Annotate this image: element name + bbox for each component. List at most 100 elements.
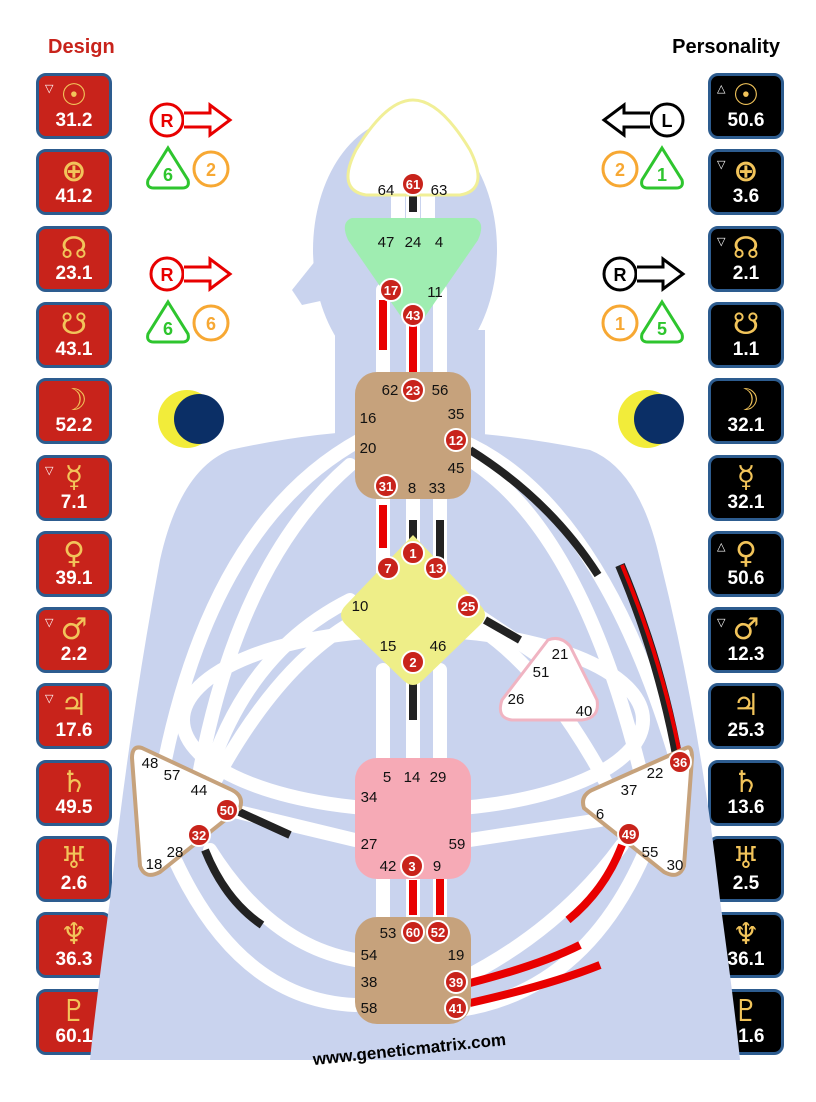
personality-sun-tile: △ ☉50.6 bbox=[708, 73, 784, 139]
activated-gate-marker bbox=[401, 920, 425, 944]
design-moon-icon bbox=[158, 390, 224, 448]
planet-activation-value: 43.1 bbox=[55, 338, 93, 360]
personality-earth-tile: ▽⊕3.6 bbox=[708, 149, 784, 216]
design-earth-tile: ⊕41.2 bbox=[36, 149, 112, 216]
pluto-icon: ♇ bbox=[60, 993, 88, 1029]
activated-gate-marker bbox=[668, 750, 692, 774]
planet-activation-value: 23.1 bbox=[55, 262, 93, 284]
gate-number: 17 bbox=[384, 283, 398, 298]
gate-number: 10 bbox=[352, 598, 369, 615]
saturn-icon: ♄ bbox=[60, 764, 88, 800]
gate-7-activated: 7 bbox=[376, 556, 400, 580]
activated-gate-marker bbox=[187, 823, 211, 847]
neptune-icon: ♆ bbox=[732, 917, 760, 953]
activated-gate-marker bbox=[456, 594, 480, 618]
exaltation-marker-icon: △ bbox=[717, 82, 726, 95]
gate-58: 58 bbox=[361, 1000, 378, 1017]
gate-number: 6 bbox=[596, 806, 604, 823]
jupiter-icon: ♃ bbox=[60, 688, 88, 724]
gate-33: 33 bbox=[429, 480, 446, 497]
planet-activation-value: 41.2 bbox=[55, 186, 93, 208]
planet-activation-value: 50.6 bbox=[727, 110, 765, 131]
south-node-icon: ☋ bbox=[60, 306, 88, 342]
gate-4: 4 bbox=[435, 234, 443, 251]
gate-46: 46 bbox=[430, 638, 447, 655]
design-bottom-tone-triangle bbox=[146, 299, 190, 344]
mars-icon: ♂ bbox=[732, 612, 760, 648]
design-top-arrow-letter: R bbox=[161, 111, 174, 131]
gate-number: 43 bbox=[406, 308, 420, 323]
gate-number: 32 bbox=[192, 828, 206, 843]
gate-27: 27 bbox=[361, 836, 378, 853]
activated-gate-marker bbox=[617, 822, 641, 846]
planet-activation-value: 13.6 bbox=[727, 796, 765, 818]
ajna-center bbox=[344, 218, 482, 324]
activated-channels bbox=[201, 195, 683, 1007]
design-top-tone: 6 bbox=[163, 165, 173, 185]
planet-activation-value: 3.6 bbox=[732, 186, 760, 208]
gate-15: 15 bbox=[380, 638, 397, 655]
design-header: Design bbox=[48, 36, 115, 58]
g-center bbox=[341, 535, 485, 685]
venus-icon: ♀ bbox=[735, 535, 757, 571]
gate-14: 14 bbox=[404, 769, 421, 786]
personality-bottom-tone: 5 bbox=[657, 319, 667, 339]
design-bottom-tone: 6 bbox=[163, 319, 173, 339]
personality-mars-tile: ▽ ♂12.3 bbox=[708, 607, 784, 674]
north-node-icon: ☊ bbox=[732, 230, 760, 266]
gate-40: 40 bbox=[576, 703, 593, 720]
gate-36-activated: 36 bbox=[668, 750, 692, 774]
gate-number: 49 bbox=[622, 827, 636, 842]
design-mercury-tile: ▽☿7.1 bbox=[36, 454, 112, 521]
mars-icon: ♂ bbox=[60, 612, 88, 648]
personality-jupiter-tile: ♃25.3 bbox=[708, 683, 784, 750]
root-center bbox=[355, 917, 471, 1024]
gate-52-activated: 52 bbox=[426, 920, 450, 944]
sun-icon: ☉ bbox=[732, 78, 760, 113]
exaltation-marker-icon: ▽ bbox=[717, 616, 726, 630]
gate-number: 21 bbox=[552, 646, 569, 663]
exaltation-marker-icon: ▽ bbox=[717, 158, 726, 172]
activated-gate-marker bbox=[374, 474, 398, 498]
planet-activation-value: 31.2 bbox=[55, 110, 93, 131]
personality-top-variable: L 2 1 bbox=[601, 102, 685, 190]
gate-47: 47 bbox=[378, 234, 395, 251]
gate-number: 64 bbox=[378, 182, 395, 199]
gate-number: 23 bbox=[406, 383, 420, 398]
gate-number: 38 bbox=[361, 974, 378, 991]
planet-activation-value: 60.1 bbox=[55, 1025, 93, 1047]
gate-number: 61 bbox=[406, 177, 420, 192]
venus-icon: ♀ bbox=[63, 535, 85, 571]
gate-number: 27 bbox=[361, 836, 378, 853]
exaltation-marker-icon: △ bbox=[717, 539, 726, 553]
personality-bottom-color: 1 bbox=[615, 314, 625, 334]
gate-number: 42 bbox=[380, 858, 397, 875]
gate-50-activated: 50 bbox=[215, 798, 239, 822]
personality-bottom-arrow-icon: R bbox=[602, 256, 686, 292]
gate-number: 3 bbox=[408, 859, 415, 874]
mercury-icon: ☿ bbox=[64, 459, 84, 495]
planet-activation-value: 12.3 bbox=[727, 644, 765, 666]
gate-number: 33 bbox=[429, 480, 446, 497]
gate-number: 5 bbox=[383, 769, 391, 786]
planet-activation-value: 52.2 bbox=[55, 415, 93, 437]
gate-54: 54 bbox=[361, 947, 378, 964]
planet-activation-value: 7.1 bbox=[60, 491, 88, 513]
personality-header: Personality bbox=[672, 36, 780, 58]
earth-icon: ⊕ bbox=[61, 154, 87, 190]
gate-number: 36 bbox=[673, 755, 687, 770]
gate-number: 8 bbox=[408, 480, 416, 497]
gate-11: 11 bbox=[427, 284, 443, 301]
gate-18: 18 bbox=[146, 856, 163, 873]
ego-center bbox=[498, 637, 599, 722]
activated-gate-marker bbox=[401, 172, 425, 196]
planet-activation-value: 36.1 bbox=[727, 949, 765, 971]
gate-number: 53 bbox=[380, 925, 397, 942]
activated-gate-marker bbox=[444, 428, 468, 452]
gate-number: 22 bbox=[647, 765, 664, 782]
activated-gate-marker bbox=[376, 556, 400, 580]
moon-icon: ☽ bbox=[60, 383, 88, 419]
gate-55: 55 bbox=[642, 844, 659, 861]
